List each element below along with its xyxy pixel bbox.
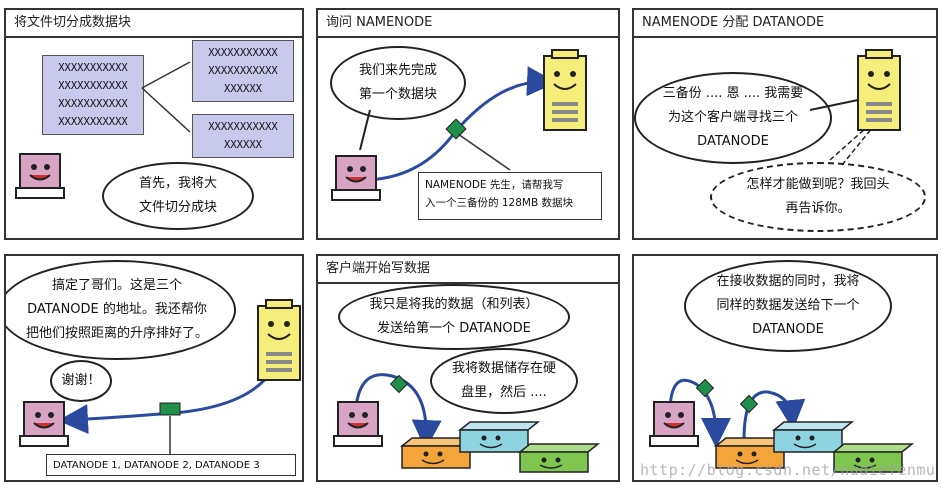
file-block-row: XXXXXXXXXXX xyxy=(58,62,128,74)
panel-title: 将文件切分成数据块 xyxy=(6,10,302,38)
watermark: http://blog.csdn.net/nudiefenmu xyxy=(640,461,936,479)
speech-bubble: 我只是将我的数据（和列表） 发送给第一个 DATANODE xyxy=(338,284,570,350)
panel-split-file: 将文件切分成数据块 XXXXXXXXXXX XXXXXXXXXXX XXXXXX… xyxy=(4,8,304,240)
chunk-row: XXXXXX xyxy=(224,139,262,151)
thought-bubble: 怎样才能做到呢？我回头 再告诉你。 xyxy=(710,162,926,232)
address-note: DATANODE 1, DATANODE 2, DATANODE 3 xyxy=(46,454,296,476)
panel-return-addresses: 搞定了哥们。这是三个 DATANODE 的地址。我还帮你 把他们按照距离的升序排… xyxy=(4,254,304,482)
file-block-row: XXXXXXXXXXX xyxy=(58,116,128,128)
file-block-row: XXXXXXXXXXX xyxy=(58,80,128,92)
request-note: NAMENODE 先生，请帮我写 入一个三备份的 128MB 数据块 xyxy=(418,172,602,220)
panel-title: 询问 NAMENODE xyxy=(318,10,618,38)
panel-assign-datanode: NAMENODE 分配 DATANODE 三备份 .... 恩 .... 我需要… xyxy=(632,8,938,240)
file-block: XXXXXXXXXXX XXXXXXXXXXX XXXXXXXXXXX XXXX… xyxy=(42,55,144,135)
panel-start-write: 客户端开始写数据 我只是将我的数据（和列表） 发送给第一个 DATANODE 我… xyxy=(316,254,620,482)
chunk-block-1: XXXXXXXXXXX XXXXXXXXXXX XXXXXX xyxy=(192,40,294,102)
chunk-row: XXXXXXXXXXX xyxy=(208,47,278,59)
panel-pipeline: 在接收数据的同时，我将 同样的数据发送给下一个 DATANODE xyxy=(632,254,938,482)
speech-bubble: 搞定了哥们。这是三个 DATANODE 的地址。我还帮你 把他们按照距离的升序排… xyxy=(6,260,236,360)
panel-ask-namenode: 询问 NAMENODE 我们来先完成 第一个数据块 NAMENODE 先生，请帮… xyxy=(316,8,620,240)
panel-title: NAMENODE 分配 DATANODE xyxy=(634,10,936,38)
panel-title: 客户端开始写数据 xyxy=(318,256,618,284)
thanks-bubble: 谢谢！ xyxy=(50,360,112,402)
speech-bubble: 在接收数据的同时，我将 同样的数据发送给下一个 DATANODE xyxy=(684,260,892,352)
chunk-row: XXXXXXXXXXX xyxy=(208,121,278,133)
speech-bubble: 首先，我将大 文件切分成块 xyxy=(102,162,254,230)
datanode-bubble: 我将数据储存在硬 盘里，然后 .... xyxy=(430,348,578,414)
speech-bubble: 三备份 .... 恩 .... 我需要 为这个客户端寻找三个 DATANODE xyxy=(634,72,832,164)
chunk-row: XXXXXX xyxy=(224,83,262,95)
chunk-block-2: XXXXXXXXXXX XXXXXX xyxy=(192,114,294,158)
file-block-row: XXXXXXXXXXX xyxy=(58,98,128,110)
chunk-row: XXXXXXXXXXX xyxy=(208,65,278,77)
speech-bubble: 我们来先完成 第一个数据块 xyxy=(330,46,466,120)
